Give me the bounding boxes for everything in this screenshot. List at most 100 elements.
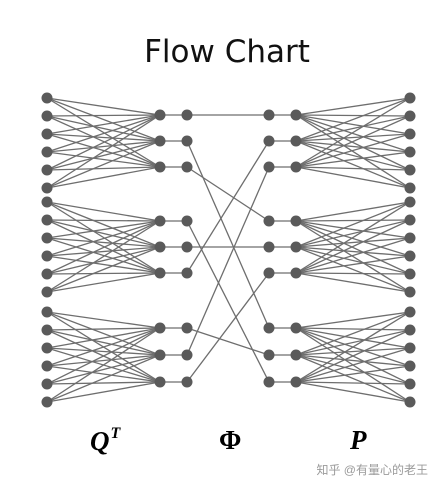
edge-p-block [295, 255, 411, 274]
edge-q-block [46, 133, 161, 142]
edge-phi [186, 166, 270, 356]
edge-p-block [295, 327, 411, 331]
edge-phi [186, 140, 270, 329]
node-phi-output [263, 215, 275, 227]
edge-p-block [295, 166, 411, 189]
edge-p-block [295, 327, 411, 367]
node-right-inner [290, 161, 302, 173]
edge-q-block [46, 151, 161, 168]
edge-phi [186, 327, 270, 356]
edge-p-block [295, 133, 411, 168]
node-right-outer [404, 396, 416, 408]
node-right-outer [404, 92, 416, 104]
nodes-layer [41, 92, 416, 408]
node-left-inner [154, 241, 166, 253]
edge-p-block [295, 114, 411, 135]
node-phi-output [263, 322, 275, 334]
label-p: P [350, 425, 367, 455]
edge-p-block [295, 381, 411, 403]
edge-q-block [46, 166, 161, 171]
edge-p-block [295, 329, 411, 356]
node-phi-input [181, 267, 193, 279]
edge-p-block [295, 114, 411, 117]
node-left-outer [41, 214, 53, 226]
edge-p-block [295, 140, 411, 171]
edge-p-block [295, 246, 411, 275]
edge-p-block [295, 115, 411, 168]
node-right-inner [290, 241, 302, 253]
edge-q-block [46, 354, 161, 385]
edge-p-block [295, 133, 411, 142]
node-right-outer [404, 268, 416, 280]
edge-p-block [295, 219, 411, 274]
edge-q-block [46, 220, 161, 293]
edge-q-block [46, 114, 161, 117]
node-right-outer [404, 214, 416, 226]
node-right-outer [404, 128, 416, 140]
node-phi-input [181, 109, 193, 121]
edge-q-block [46, 133, 161, 168]
edge-q-block [46, 347, 161, 356]
edge-q-block [46, 311, 161, 356]
edge-q-block [46, 219, 161, 222]
node-left-outer [41, 324, 53, 336]
edge-q-block [46, 354, 161, 403]
edge-q-block [46, 115, 161, 142]
edge-q-block [46, 255, 161, 274]
edge-q-block [46, 272, 161, 293]
edge-q-block [46, 114, 161, 171]
node-left-outer [41, 164, 53, 176]
node-phi-input [181, 161, 193, 173]
node-left-outer [41, 110, 53, 122]
edge-phi [186, 140, 270, 274]
edge-q-block [46, 97, 161, 168]
label-q-superscript: T [110, 425, 121, 442]
edge-q-block [46, 114, 161, 189]
node-right-outer [404, 232, 416, 244]
node-right-outer [404, 342, 416, 354]
edge-q-block [46, 140, 161, 189]
edge-q-block [46, 237, 161, 274]
node-left-outer [41, 268, 53, 280]
edge-p-block [295, 237, 411, 274]
node-right-outer [404, 110, 416, 122]
edge-q-block [46, 201, 161, 222]
node-right-outer [404, 286, 416, 298]
edge-q-block [46, 272, 161, 275]
edge-p-block [295, 97, 411, 168]
edge-q-block [46, 327, 161, 403]
node-left-outer [41, 196, 53, 208]
edge-p-block [295, 381, 411, 385]
edge-q-block [46, 311, 161, 329]
label-phi: Φ [219, 425, 242, 455]
edge-p-block [295, 311, 411, 356]
node-left-inner [154, 267, 166, 279]
edge-p-block [295, 237, 411, 248]
node-phi-output [263, 267, 275, 279]
label-q-transpose: QT [90, 425, 120, 457]
edge-p-block [295, 114, 411, 189]
edge-q-block [46, 114, 161, 135]
edge-p-block [295, 114, 411, 153]
node-left-inner [154, 322, 166, 334]
node-phi-input [181, 349, 193, 361]
edge-p-block [295, 365, 411, 383]
edge-q-block [46, 115, 161, 168]
edge-q-block [46, 381, 161, 385]
edge-phi [186, 166, 270, 222]
node-left-outer [41, 182, 53, 194]
node-right-inner [290, 109, 302, 121]
node-phi-input [181, 322, 193, 334]
edge-q-block [46, 329, 161, 356]
edge-p-block [295, 97, 411, 142]
edge-p-block [295, 219, 411, 248]
node-right-outer [404, 250, 416, 262]
node-phi-input [181, 376, 193, 388]
edge-phi [186, 272, 270, 383]
node-right-outer [404, 360, 416, 372]
edge-q-block [46, 220, 161, 239]
edge-p-block [295, 354, 411, 385]
node-phi-input [181, 215, 193, 227]
node-left-outer [41, 250, 53, 262]
